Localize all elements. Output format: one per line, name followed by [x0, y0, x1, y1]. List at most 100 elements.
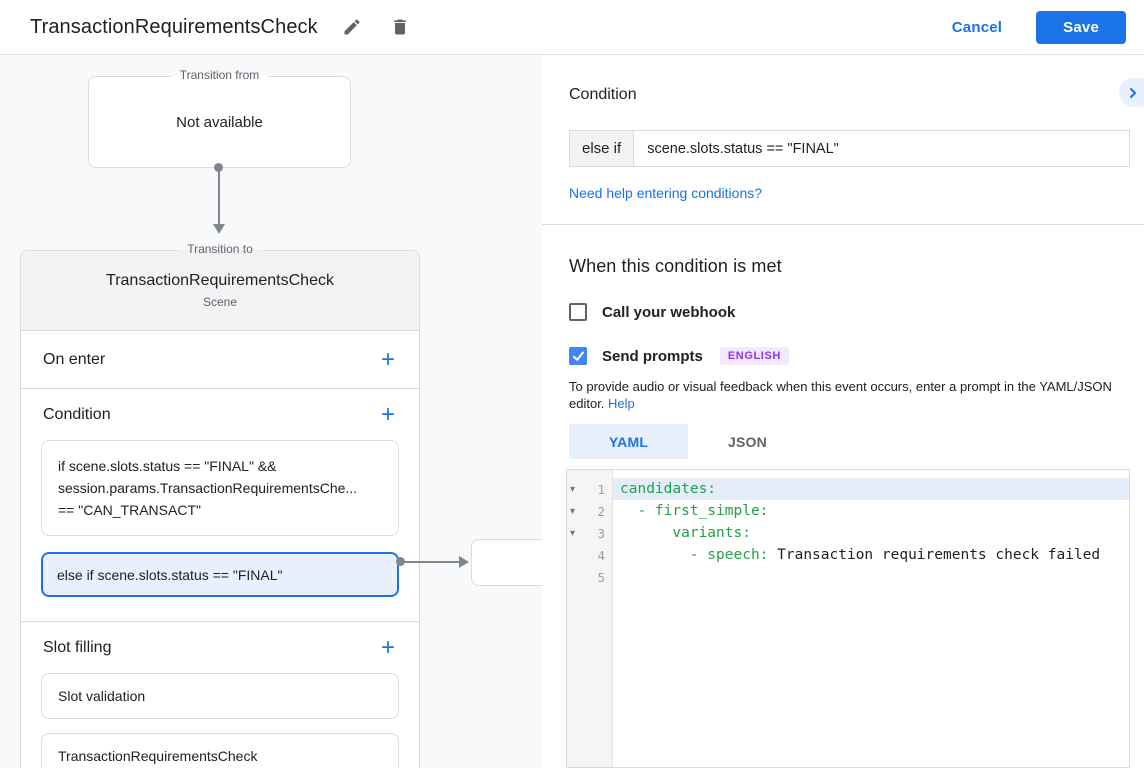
yaml-key: variants: [620, 525, 751, 541]
edit-title-button[interactable] [338, 13, 366, 41]
line-number: 5 [597, 569, 605, 585]
prompt-description: To provide audio or visual feedback when… [569, 378, 1130, 412]
condition-label: Condition [43, 406, 111, 423]
webhook-checkbox-row[interactable]: Call your webhook [569, 303, 1130, 321]
gutter-row: ▾ 3 [567, 522, 612, 544]
top-bar: TransactionRequirementsCheck Cancel Save [0, 0, 1144, 55]
condition-input-row: else if [569, 130, 1130, 167]
gutter-row: 5 [567, 566, 612, 588]
code-line: - first_simple: [613, 500, 1129, 522]
yaml-key: - first_simple: [620, 503, 769, 519]
page-title: TransactionRequirementsCheck [30, 15, 318, 38]
yaml-editor[interactable]: ▾ 1 ▾ 2 ▾ 3 4 [566, 469, 1130, 768]
prompt-description-text: To provide audio or visual feedback when… [569, 379, 1112, 411]
panel-heading: Condition [569, 86, 637, 103]
help-link[interactable]: Help [608, 396, 635, 411]
help-row: Need help entering conditions? [569, 183, 1130, 204]
arrow-down-icon [213, 224, 225, 234]
scene-card-header[interactable]: TransactionRequirementsCheck Scene [21, 251, 419, 331]
send-prompts-label: Send prompts [602, 347, 703, 365]
connector-dot [214, 163, 223, 172]
webhook-checkbox[interactable] [569, 303, 587, 321]
cancel-button[interactable]: Cancel [951, 18, 1003, 36]
language-badge: ENGLISH [719, 347, 789, 365]
editor-code-area[interactable]: candidates: - first_simple: variants: - … [613, 470, 1129, 767]
condition-editor-block: Condition else if Need help entering con… [542, 55, 1144, 204]
webhook-label: Call your webhook [602, 303, 736, 321]
transition-target-box[interactable] [471, 539, 542, 586]
condition-item-line: if scene.slots.status == "FINAL" && [58, 458, 277, 474]
add-condition-button[interactable]: + [380, 401, 395, 428]
add-on-enter-button[interactable]: + [380, 345, 395, 373]
transition-from-box: Transition from Not available [88, 68, 351, 168]
slot-filling-item[interactable]: TransactionRequirementsCheck [41, 733, 399, 768]
condition-input[interactable] [634, 130, 1130, 167]
top-bar-left: TransactionRequirementsCheck [30, 13, 414, 41]
on-enter-label: On enter [43, 350, 106, 368]
slot-validation-item[interactable]: Slot validation [41, 673, 399, 719]
delete-scene-button[interactable] [386, 13, 414, 41]
condition-help-link[interactable]: Need help entering conditions? [569, 185, 763, 201]
transition-from-value: Not available [176, 113, 263, 131]
collapse-panel-button[interactable] [1119, 78, 1144, 107]
scene-diagram-canvas: Transition from Not available Transition… [0, 55, 542, 768]
code-line: - speech: Transaction requirements check… [613, 544, 1129, 566]
arrow-right-icon [459, 556, 469, 568]
condition-item-selected[interactable]: else if scene.slots.status == "FINAL" [41, 552, 399, 597]
fold-arrow-icon[interactable]: ▾ [570, 483, 576, 495]
save-button[interactable]: Save [1036, 10, 1126, 44]
add-slot-button[interactable]: + [380, 634, 395, 661]
gutter-row: ▾ 1 [567, 478, 612, 500]
line-number: 1 [597, 481, 605, 497]
gutter-row: ▾ 2 [567, 500, 612, 522]
slot-filling-section-head: Slot filling + [41, 634, 399, 661]
condition-section-head: Condition + [41, 401, 399, 428]
line-number: 4 [597, 547, 605, 563]
slot-filling-section: Slot filling + Slot validation Transacti… [21, 622, 419, 768]
slot-validation-label: Slot validation [58, 688, 146, 704]
send-prompts-checkbox-row[interactable]: Send prompts ENGLISH [569, 347, 1130, 365]
condition-prefix: else if [569, 130, 635, 167]
connector-line-horizontal [404, 561, 460, 563]
yaml-value: Transaction requirements check failed [768, 547, 1101, 563]
yaml-key: - speech: [620, 547, 769, 563]
condition-detail-panel: Condition else if Need help entering con… [542, 55, 1144, 768]
fold-arrow-icon[interactable]: ▾ [570, 527, 576, 539]
condition-item[interactable]: if scene.slots.status == "FINAL" && sess… [41, 440, 399, 536]
scene-card-subtitle: Scene [202, 295, 238, 309]
pencil-icon [344, 19, 360, 35]
on-enter-row: On enter + [21, 331, 419, 389]
panel-divider [542, 224, 1144, 225]
slot-filling-item-label: TransactionRequirementsCheck [58, 748, 258, 764]
connector-line-vertical [218, 169, 220, 225]
scene-card: Transition to TransactionRequirementsChe… [20, 242, 420, 768]
condition-met-heading: When this condition is met [569, 256, 782, 276]
connector-dot [396, 557, 405, 566]
send-prompts-checkbox[interactable] [569, 347, 587, 365]
editor-gutter: ▾ 1 ▾ 2 ▾ 3 4 [567, 470, 613, 767]
condition-item-selected-label: else if scene.slots.status == "FINAL" [57, 566, 283, 583]
condition-met-block: When this condition is met Call your web… [542, 225, 1144, 768]
check-icon [572, 350, 584, 361]
transition-to-legend: Transition to [178, 242, 262, 256]
condition-item-line: session.params.TransactionRequirementsCh… [58, 480, 358, 496]
scene-card-title: TransactionRequirementsCheck [106, 272, 334, 289]
transition-from-legend: Transition from [170, 68, 269, 82]
trash-icon [393, 19, 406, 35]
chevron-right-icon [1130, 87, 1136, 98]
line-number: 3 [597, 525, 605, 541]
top-bar-actions: Cancel Save [951, 10, 1128, 44]
code-line [613, 566, 1129, 588]
line-number: 2 [597, 503, 605, 519]
yaml-key: candidates: [620, 481, 717, 497]
tab-yaml[interactable]: YAML [569, 424, 688, 459]
code-line: candidates: [613, 478, 1129, 500]
condition-item-line: == "CAN_TRANSACT" [58, 502, 201, 518]
editor-tabs: YAML JSON [569, 424, 1130, 459]
fold-arrow-icon[interactable]: ▾ [570, 505, 576, 517]
code-line: variants: [613, 522, 1129, 544]
tab-json[interactable]: JSON [728, 433, 767, 450]
condition-section: Condition + if scene.slots.status == "FI… [21, 389, 419, 622]
gutter-row: 4 [567, 544, 612, 566]
